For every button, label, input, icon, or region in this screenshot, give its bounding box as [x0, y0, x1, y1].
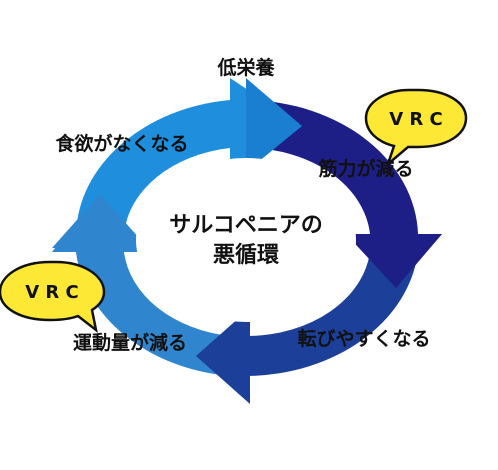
cycle-segment-bottom-right	[196, 252, 418, 400]
center-title-line1: サルコペニアの	[169, 213, 323, 238]
center-oval	[136, 158, 356, 322]
step-label-lower-right: 転びやすくなる	[297, 328, 430, 350]
step-label-lower-left: 運動量が減る	[73, 331, 187, 354]
cycle-segment-top-left	[76, 78, 302, 234]
callout-right-bubble	[364, 88, 468, 168]
callout-left: V R C	[0, 260, 106, 334]
callout-right: V R C	[364, 88, 468, 168]
callout-left-text: V R C	[25, 282, 79, 303]
step-label-upper-left: 食欲がなくなる	[55, 132, 188, 155]
step-label-top: 低栄養	[216, 56, 275, 79]
arrowhead-left	[52, 194, 148, 248]
step-label-upper-right: 筋力が減る	[318, 157, 413, 180]
arrowhead-bottom	[196, 308, 250, 404]
callout-right-text: V R C	[389, 109, 443, 130]
callout-left-bubble	[0, 260, 106, 334]
arrowhead-top	[246, 78, 302, 172]
center-title-line2: 悪循環	[213, 242, 280, 268]
arrowhead-right	[346, 234, 442, 288]
